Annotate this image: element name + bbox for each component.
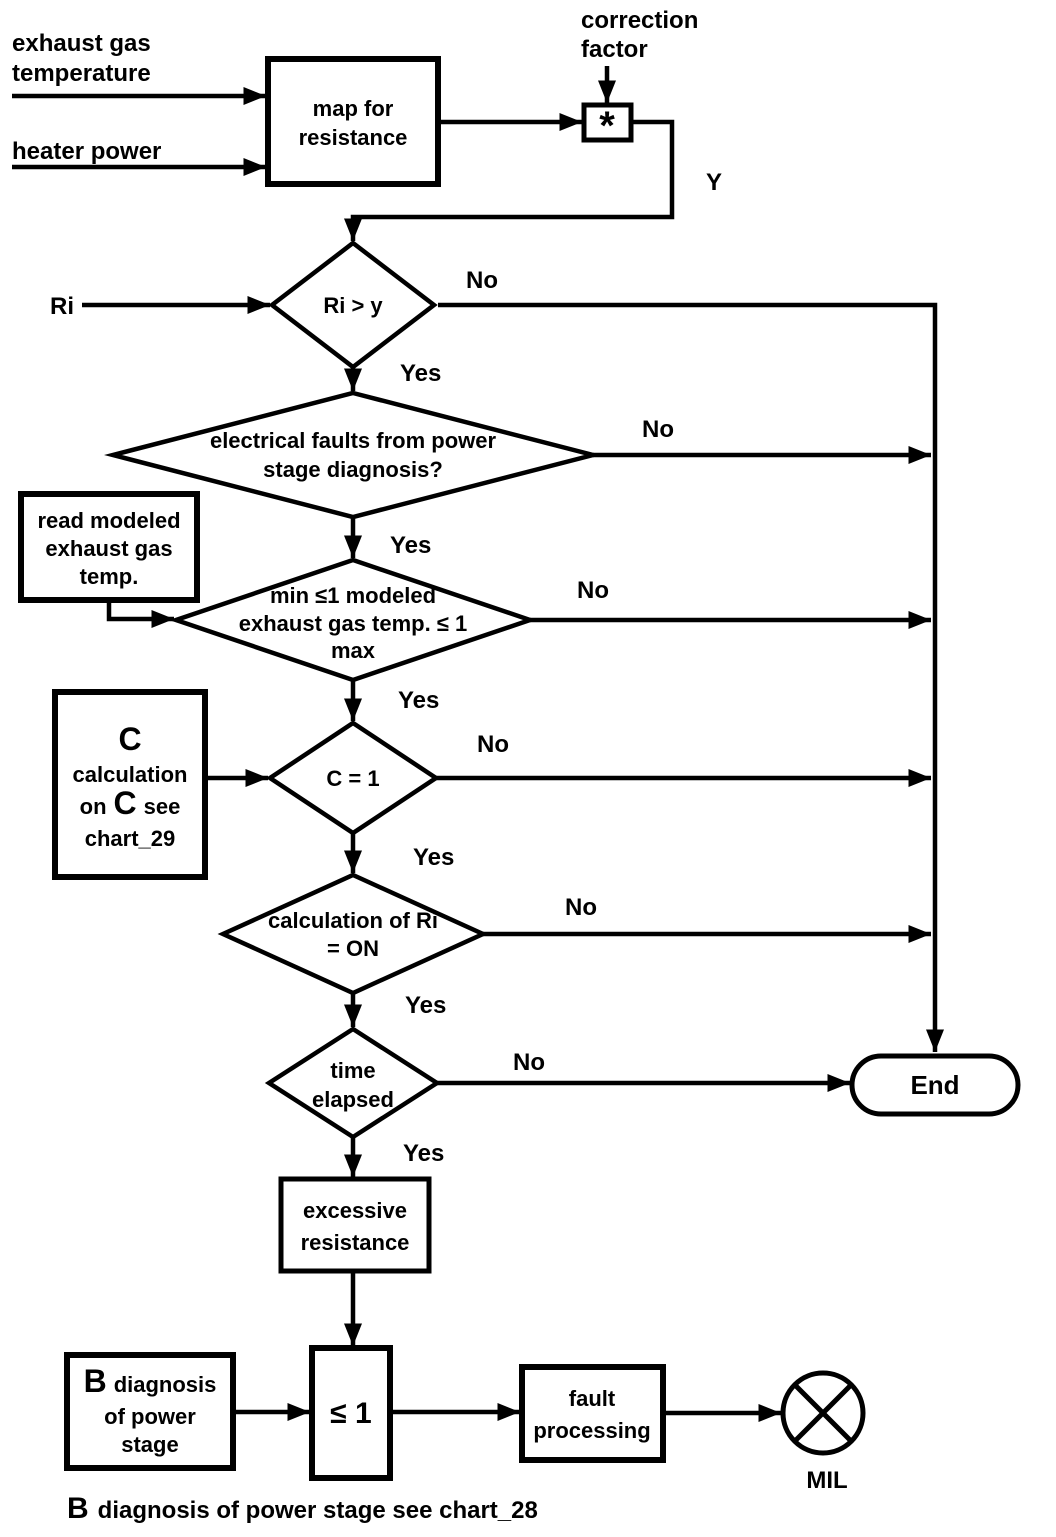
ri-input-label: Ri	[50, 293, 74, 320]
excessive-resistance-shape	[278, 1176, 432, 1274]
decision-time-shape	[264, 1026, 442, 1140]
decision-calc-line2: = ON	[327, 936, 379, 961]
end-text: End	[910, 1070, 959, 1100]
decision-time-node: time elapsed	[264, 1026, 442, 1140]
edge-label-no5: No	[565, 894, 597, 921]
edge-label-yes4: Yes	[413, 844, 454, 871]
b-info-shape	[64, 1352, 236, 1471]
exhaust-gas-label-line1: exhaust gas	[12, 30, 151, 57]
excessive-line2: resistance	[301, 1230, 410, 1255]
edge-multiply-to-decision-ri	[344, 119, 675, 241]
multiply-symbol: *	[599, 104, 615, 148]
edge-label-no1: No	[466, 267, 498, 294]
fault-line1: fault	[569, 1386, 616, 1411]
comparator-text: ≤ 1	[330, 1397, 371, 1430]
decision-ri-text: Ri > y	[323, 293, 383, 318]
decision-c-node: C = 1	[265, 720, 441, 836]
correction-factor-label-line1: correction	[581, 7, 698, 34]
edge-read-to-decision-range	[106, 600, 174, 628]
correction-factor-label-line2: factor	[581, 36, 648, 63]
comparator-shape	[309, 1345, 393, 1481]
multiply-node: *	[581, 102, 634, 148]
mil-lamp-node: MIL	[780, 1370, 866, 1494]
decision-time-line1: time	[330, 1058, 375, 1083]
decision-calc-shape	[217, 872, 489, 996]
decision-range-node: min ≤1 modeled exhaust gas temp. ≤ 1 max	[168, 557, 538, 683]
c-info-line1: C	[118, 721, 141, 757]
decision-c-text: C = 1	[326, 766, 379, 791]
read-modeled-line3: temp.	[80, 564, 139, 589]
read-modeled-node: read modeled exhaust gas temp.	[18, 491, 200, 603]
c-info-shape	[52, 689, 208, 880]
decision-time-line2: elapsed	[312, 1087, 394, 1112]
end-node: End	[849, 1053, 1021, 1117]
map-text-line1: map for	[313, 96, 394, 121]
c-info-line2: calculation	[73, 762, 188, 787]
c-info-line4: chart_29	[85, 826, 176, 851]
decision-electrical-line2: stage diagnosis?	[263, 457, 443, 482]
comparator-node: ≤ 1	[309, 1345, 393, 1481]
edge-label-no4: No	[477, 731, 509, 758]
read-modeled-line1: read modeled	[37, 508, 180, 533]
decision-calc-line1: calculation of Ri	[268, 908, 438, 933]
decision-ri-node: Ri > y	[268, 240, 438, 370]
edge-label-y: Y	[706, 169, 722, 196]
decision-ri-shape	[268, 240, 438, 370]
decision-range-line3: max	[331, 638, 376, 663]
multiply-shape	[581, 102, 634, 143]
mil-label: MIL	[806, 1467, 847, 1494]
read-modeled-line2: exhaust gas	[45, 536, 172, 561]
edge-label-no2: No	[642, 416, 674, 443]
excessive-resistance-node: excessive resistance	[278, 1176, 432, 1274]
edge-label-yes2: Yes	[390, 532, 431, 559]
decision-calc-node: calculation of Ri = ON	[217, 872, 489, 996]
decision-c-shape	[265, 720, 441, 836]
edge-label-yes3: Yes	[398, 687, 439, 714]
decision-range-shape	[168, 557, 538, 683]
mil-lamp-cross-2	[793, 1383, 853, 1443]
excessive-line1: excessive	[303, 1198, 407, 1223]
fault-processing-shape	[519, 1364, 666, 1463]
edge-label-yes1: Yes	[400, 360, 441, 387]
decision-range-line2: exhaust gas temp. ≤ 1	[239, 611, 468, 636]
map-for-resistance-node: map for resistance	[265, 56, 441, 187]
edge-no-collector-to-end	[438, 302, 944, 1052]
decision-electrical-node: electrical faults from power stage diagn…	[104, 390, 602, 520]
read-modeled-shape	[18, 491, 200, 603]
edge-label-yes6: Yes	[403, 1140, 444, 1167]
decision-electrical-line1: electrical faults from power	[210, 428, 497, 453]
edge-label-no3: No	[577, 577, 609, 604]
fault-processing-node: fault processing	[519, 1364, 666, 1463]
decision-range-line1: min ≤1 modeled	[270, 583, 436, 608]
edge-label-no6: No	[513, 1049, 545, 1076]
exhaust-gas-label-line2: temperature	[12, 60, 151, 87]
map-for-resistance-shape	[265, 56, 441, 187]
edge-label-yes5: Yes	[405, 992, 446, 1019]
b-info-line3: stage	[121, 1432, 178, 1457]
fault-line2: processing	[533, 1418, 650, 1443]
b-info-line2: of power	[104, 1404, 196, 1429]
map-text-line2: resistance	[299, 125, 408, 150]
decision-electrical-shape	[104, 390, 602, 520]
mil-lamp-icon	[780, 1370, 866, 1456]
heater-power-label: heater power	[12, 138, 161, 165]
end-shape	[849, 1053, 1021, 1117]
